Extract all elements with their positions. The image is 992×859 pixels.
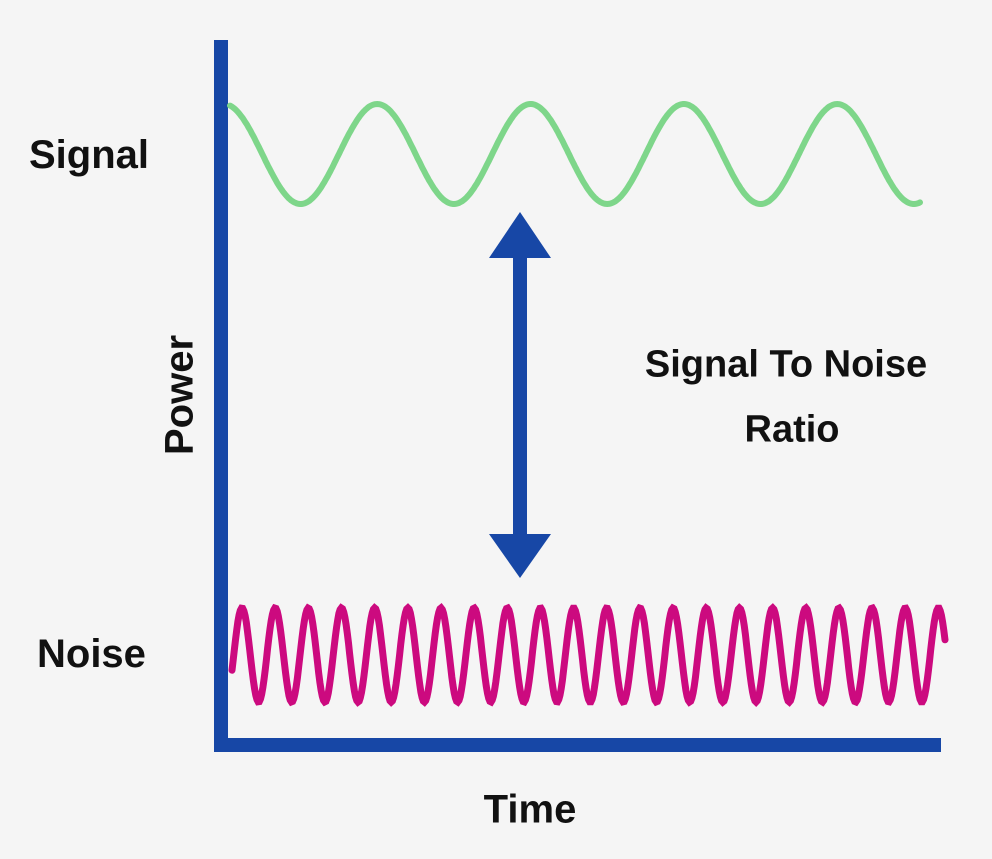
- noise-wave: [228, 603, 949, 708]
- arrow-head-up: [489, 212, 551, 258]
- x-axis-label: Time: [483, 787, 577, 832]
- y-axis-label: Power: [157, 334, 202, 456]
- x-axis-line: [214, 738, 941, 752]
- arrow-head-down: [489, 534, 551, 578]
- snr-label-line2: Ratio: [744, 408, 840, 451]
- snr-label-line1: Signal To Noise: [644, 343, 928, 386]
- signal-label: Signal: [29, 133, 150, 177]
- signal-wave: [227, 100, 923, 208]
- snr-double-arrow: [489, 212, 551, 578]
- noise-label: Noise: [37, 632, 146, 676]
- y-axis-line: [214, 40, 228, 752]
